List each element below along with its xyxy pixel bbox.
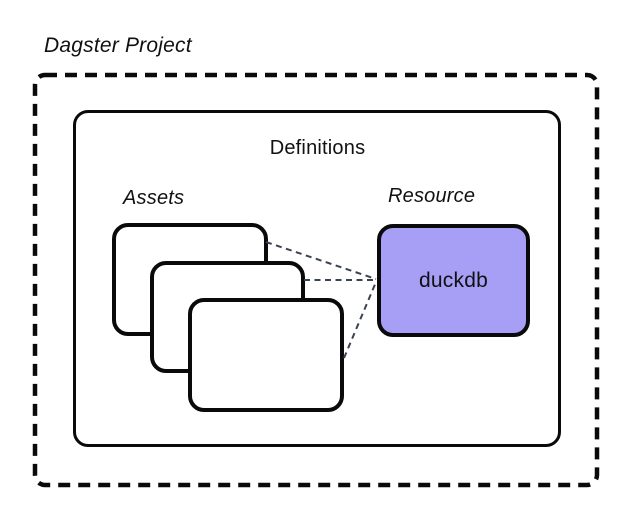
asset-box-3	[188, 298, 344, 412]
resource-label: Resource	[388, 185, 476, 207]
diagram-title: Dagster Project	[44, 34, 192, 57]
assets-label: Assets	[123, 187, 185, 209]
definitions-label: Definitions	[269, 137, 366, 159]
resource-box-label: duckdb	[419, 268, 488, 292]
resource-box: duckdb	[377, 224, 530, 337]
